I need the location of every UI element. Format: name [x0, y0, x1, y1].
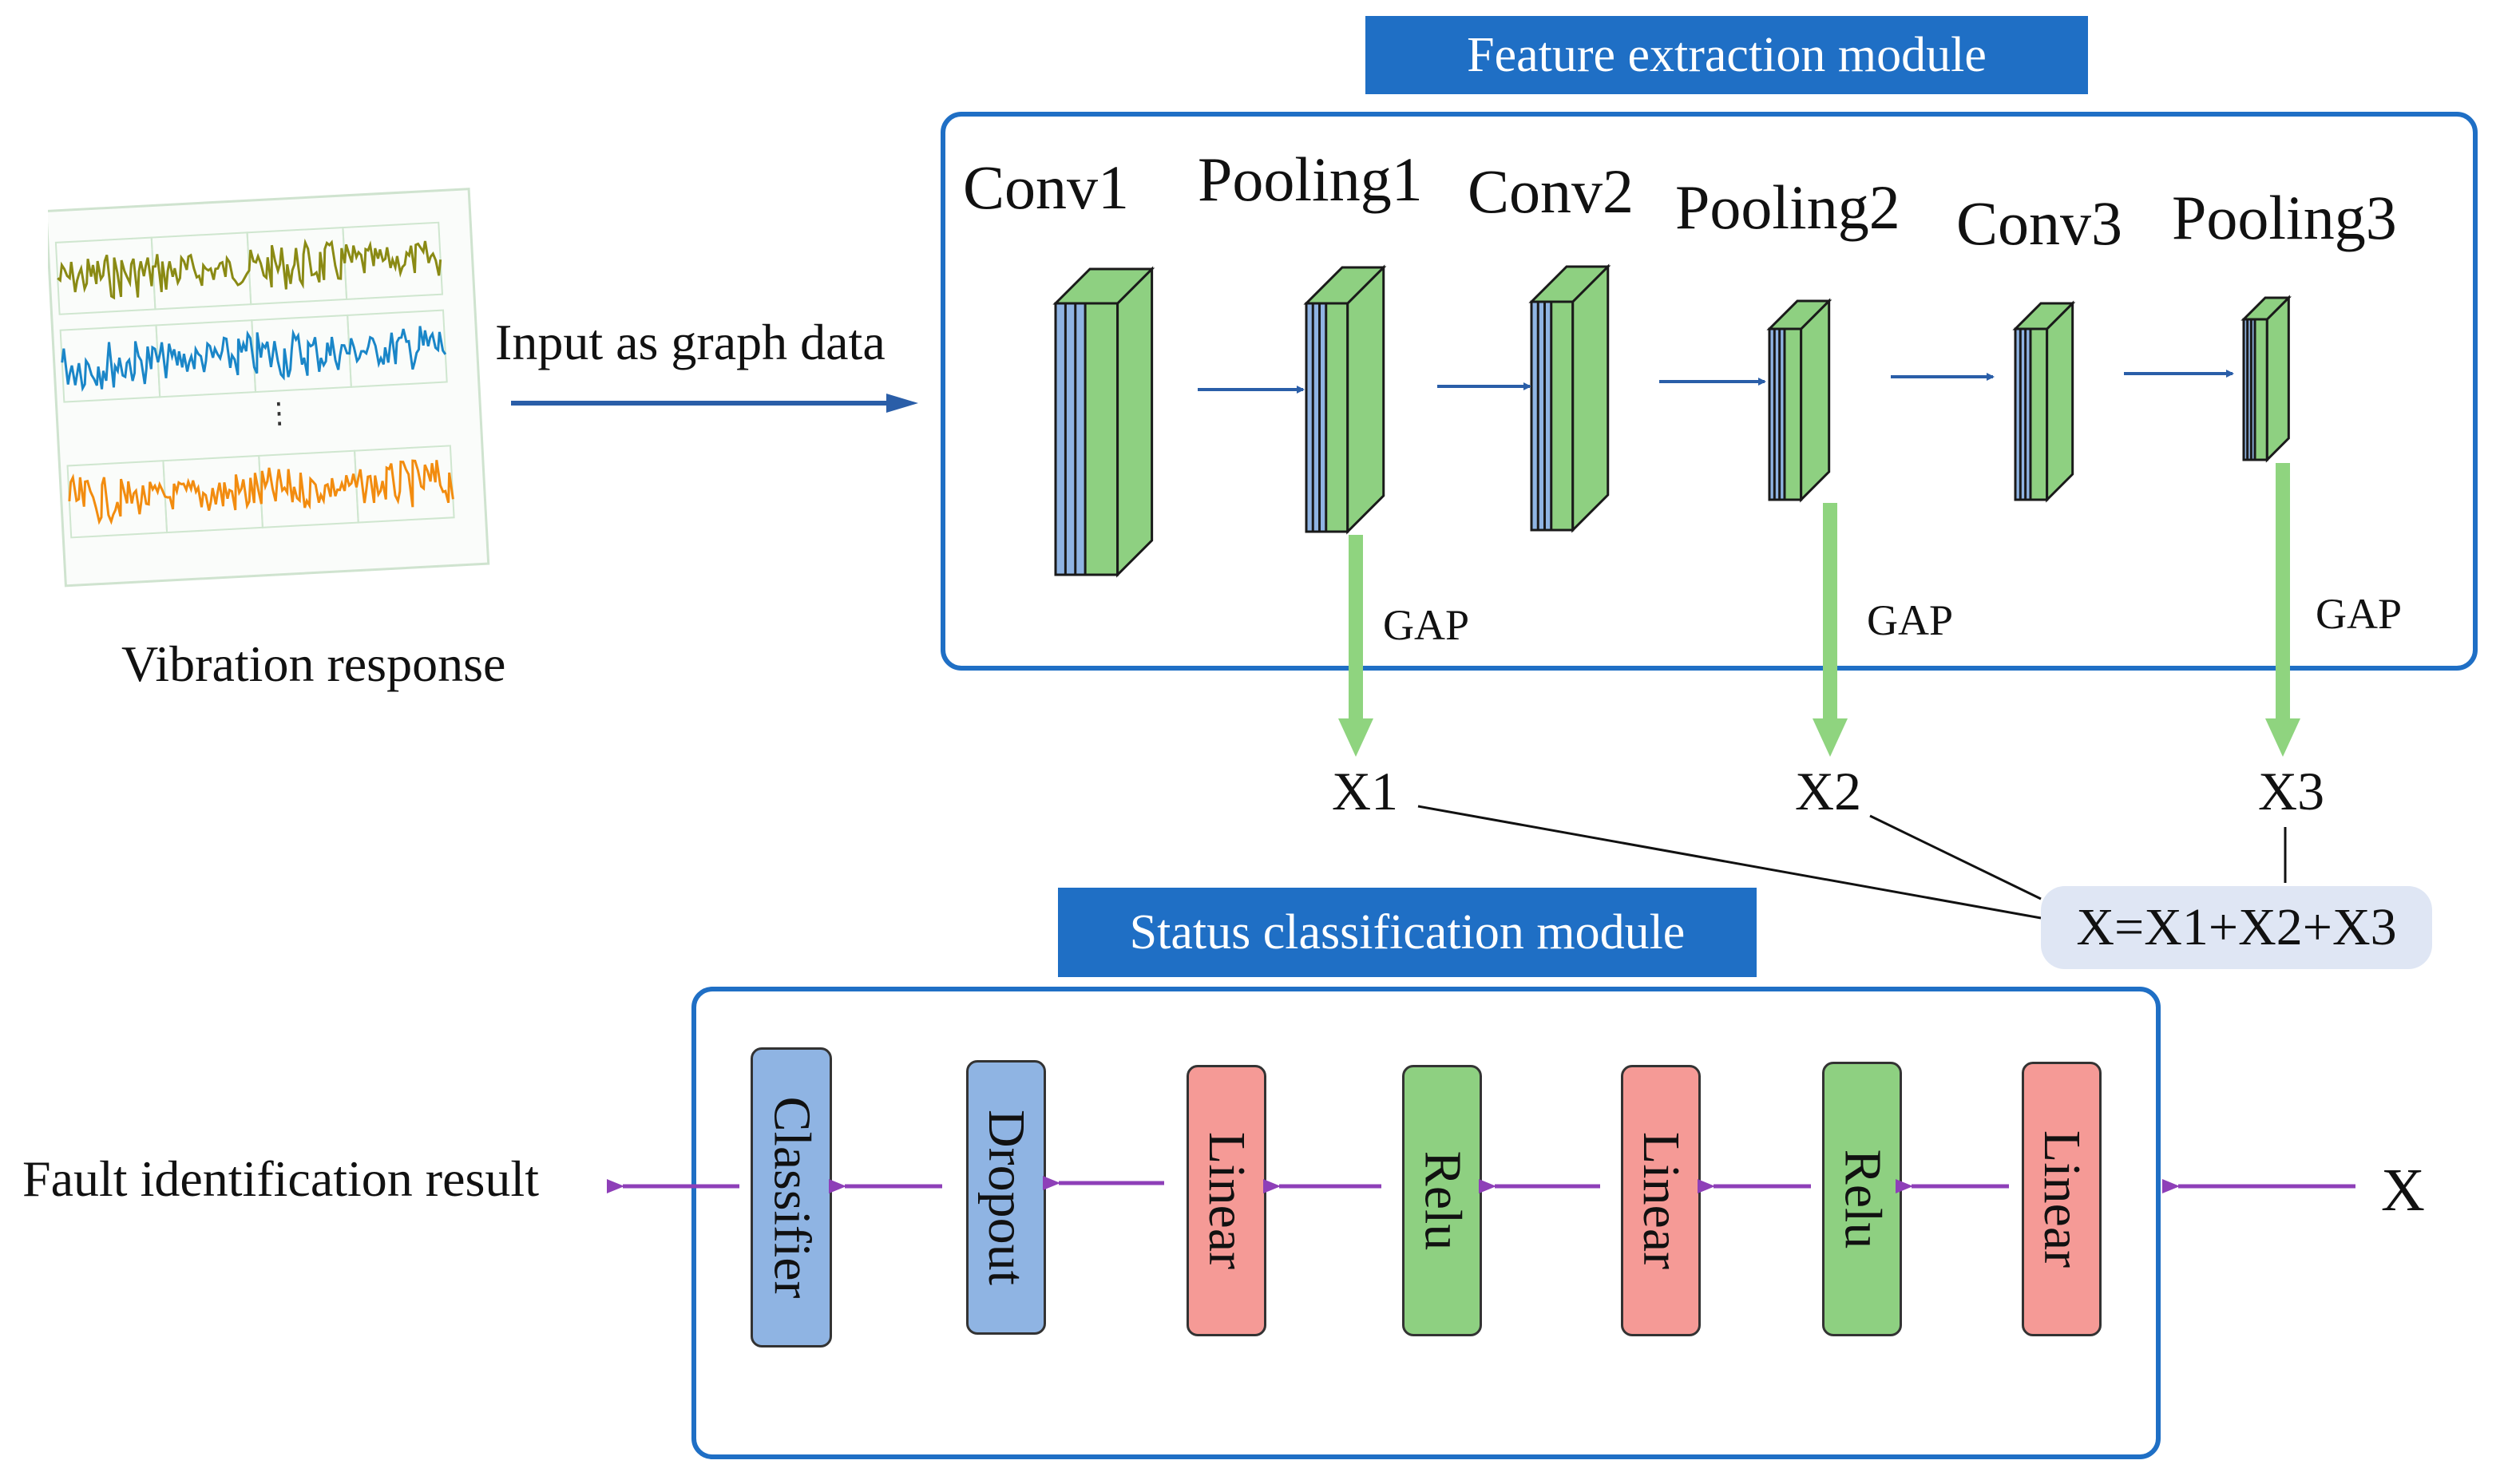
layer-dropout: Dropout [966, 1060, 1046, 1335]
layer-relu-1: Relu [1402, 1065, 1482, 1336]
block-conv1 [1052, 266, 1155, 578]
gap-arrows [1338, 463, 2300, 757]
input-arrow-label: Input as graph data [495, 314, 885, 370]
fusion-lines [1417, 805, 2287, 920]
line-x2-to-sum [1869, 814, 2042, 900]
block-conv3-top [2012, 302, 2076, 330]
layer-relu-2: Relu [1822, 1062, 1902, 1336]
vibration-response-caption: Vibration response [121, 635, 506, 692]
fault-identification-result: Fault identification result [22, 1150, 539, 1207]
vibration-signal-image: ⋮ [48, 188, 490, 588]
layer-linear-3: Linear [2022, 1062, 2102, 1336]
block-conv2 [1528, 263, 1611, 533]
block-conv3 [2012, 300, 2076, 503]
signal-trace-olive [57, 238, 442, 300]
block-conv1-top [1052, 267, 1155, 305]
output-x1: X1 [1332, 761, 1399, 821]
block-pooling2 [1766, 298, 1832, 503]
layer-label-pooling3: Pooling3 [2172, 183, 2397, 252]
gap-label-1: GAP [1383, 601, 1470, 649]
feature-flow-arrows [1198, 370, 2234, 394]
classification-module-panel [691, 987, 2161, 1459]
layer-linear-2: Linear [1621, 1065, 1701, 1336]
output-x2: X2 [1795, 761, 1862, 821]
gap-arrow-1 [1349, 535, 1363, 722]
block-pooling1-top [1303, 266, 1387, 305]
layer-linear-1: Linear [1187, 1065, 1266, 1336]
gap-label-3: GAP [2316, 590, 2403, 638]
gap-arrow-3 [2276, 463, 2290, 722]
output-x3: X3 [2258, 761, 2325, 821]
layer-label-pooling1: Pooling1 [1198, 144, 1423, 214]
layer-label-conv2: Conv2 [1468, 156, 1634, 226]
fusion-formula: X=X1+X2+X3 [2041, 886, 2432, 969]
ellipsis-dots: ⋮ [263, 397, 294, 431]
block-pooling2-top [1766, 299, 1832, 330]
layer-label-conv3: Conv3 [1956, 188, 2123, 258]
block-pooling1 [1303, 264, 1387, 535]
gap-arrow-2 [1823, 503, 1837, 722]
signal-trace-orange [68, 459, 454, 525]
input-arrow [511, 394, 918, 413]
block-pooling3-top [2240, 296, 2292, 321]
feature-module-panel [941, 112, 2478, 671]
signal-trace-blue [61, 326, 447, 393]
layer-label-conv1: Conv1 [963, 152, 1130, 222]
block-conv2-top [1528, 265, 1611, 303]
gap-arrowhead-1 [1338, 718, 1373, 757]
gap-arrowhead-2 [1813, 718, 1848, 757]
gap-arrowhead-3 [2265, 718, 2300, 757]
layer-label-pooling2: Pooling2 [1675, 172, 1900, 242]
gap-label-2: GAP [1867, 596, 1954, 644]
block-pooling3 [2240, 295, 2292, 463]
feature-module-title: Feature extraction module [1365, 16, 2088, 94]
classification-module-title: Status classification module [1058, 888, 1757, 977]
classification-input-x: X [2381, 1157, 2425, 1224]
layer-classifier: Classifier [751, 1047, 832, 1347]
line-x1-to-sum [1417, 805, 2042, 920]
